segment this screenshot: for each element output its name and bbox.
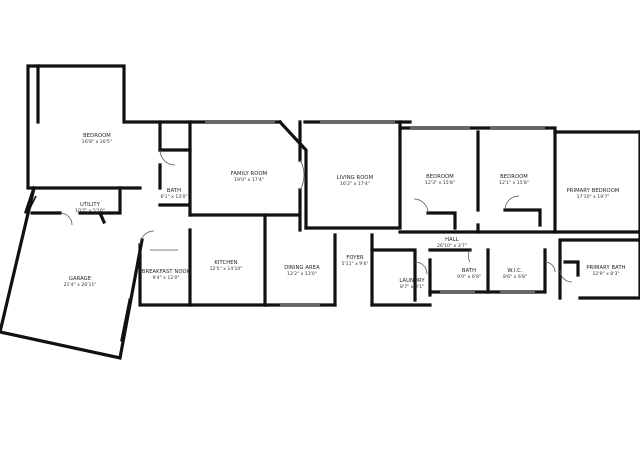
room-dims: 10'7" x 5'10" xyxy=(75,208,105,214)
room-name: BREAKFAST NOOK xyxy=(142,269,191,275)
room-name: HALL xyxy=(445,237,459,243)
room-dims: 12'9" x 8'3" xyxy=(592,271,619,277)
room-labels: BEDROOM 26'8" x 20'5" BATH 6'1" x 13'0" … xyxy=(64,133,626,290)
room-dims: 17'10" x 19'7" xyxy=(577,194,610,200)
room-name: BEDROOM xyxy=(83,133,111,139)
room-bath-left: BATH 6'1" x 13'0" xyxy=(160,188,187,200)
room-dims: 8'7" x 9'1" xyxy=(400,284,424,290)
room-dims: 12'3" x 15'8" xyxy=(425,180,455,186)
room-bedroom-right: BEDROOM 12'1" x 15'8" xyxy=(499,174,529,186)
room-name: FOYER xyxy=(346,255,364,261)
room-dims: 12'1" x 15'8" xyxy=(499,180,529,186)
room-name: BEDROOM xyxy=(500,174,528,180)
room-dims: 26'10" x 3'7" xyxy=(437,243,467,249)
room-dims: 19'0" x 17'4" xyxy=(234,177,264,183)
room-name: BATH xyxy=(167,188,181,194)
room-kitchen: KITCHEN 12'5" x 14'10" xyxy=(210,260,243,272)
room-bedroom-left: BEDROOM 26'8" x 20'5" xyxy=(82,133,112,145)
room-name: LIVING ROOM xyxy=(337,175,373,181)
room-garage: GARAGE 21'4" x 26'11" xyxy=(64,276,97,288)
room-laundry: LAUNDRY 8'7" x 9'1" xyxy=(399,278,425,290)
room-name: W.I.C. xyxy=(507,268,522,274)
room-bath-mid: BATH 9'0" x 6'8" xyxy=(457,268,481,280)
room-dims: 9'4" x 12'0" xyxy=(152,275,179,281)
room-dims: 21'4" x 26'11" xyxy=(64,282,97,288)
room-primary-bath: PRIMARY BATH 12'9" x 8'3" xyxy=(586,265,625,277)
room-name: DINING AREA xyxy=(284,265,320,271)
room-dims: 5'11" x 9'6" xyxy=(341,261,368,267)
room-bedroom-mid: BEDROOM 12'3" x 15'8" xyxy=(425,174,455,186)
room-name: KITCHEN xyxy=(214,260,237,266)
room-breakfast-nook: BREAKFAST NOOK 9'4" x 12'0" xyxy=(142,269,191,281)
room-dims: 12'2" x 13'0" xyxy=(287,271,317,277)
room-living-room: LIVING ROOM 16'2" x 17'4" xyxy=(337,175,373,187)
room-name: BEDROOM xyxy=(426,174,454,180)
room-name: PRIMARY BEDROOM xyxy=(567,188,620,194)
room-dining-area: DINING AREA 12'2" x 13'0" xyxy=(284,265,320,277)
room-foyer: FOYER 5'11" x 9'6" xyxy=(341,255,368,267)
room-name: UTILITY xyxy=(80,202,101,208)
room-name: BATH xyxy=(462,268,476,274)
room-dims: 26'8" x 20'5" xyxy=(82,139,112,145)
room-name: FAMILY ROOM xyxy=(231,171,267,177)
room-wic: W.I.C. 8'6" x 6'8" xyxy=(503,268,527,280)
walls xyxy=(0,64,640,360)
room-dims: 12'5" x 14'10" xyxy=(210,266,243,272)
room-name: GARAGE xyxy=(69,276,91,282)
room-name: LAUNDRY xyxy=(399,278,425,284)
room-dims: 9'0" x 6'8" xyxy=(457,274,481,280)
room-name: PRIMARY BATH xyxy=(586,265,625,271)
room-dims: 16'2" x 17'4" xyxy=(340,181,370,187)
doors xyxy=(59,149,573,283)
room-family-room: FAMILY ROOM 19'0" x 17'4" xyxy=(231,171,267,183)
room-hall: HALL 26'10" x 3'7" xyxy=(437,237,467,249)
room-dims: 8'6" x 6'8" xyxy=(503,274,527,280)
room-dims: 6'1" x 13'0" xyxy=(160,194,187,200)
room-utility: UTILITY 10'7" x 5'10" xyxy=(75,202,105,214)
room-primary-bedroom: PRIMARY BEDROOM 17'10" x 19'7" xyxy=(567,188,620,200)
